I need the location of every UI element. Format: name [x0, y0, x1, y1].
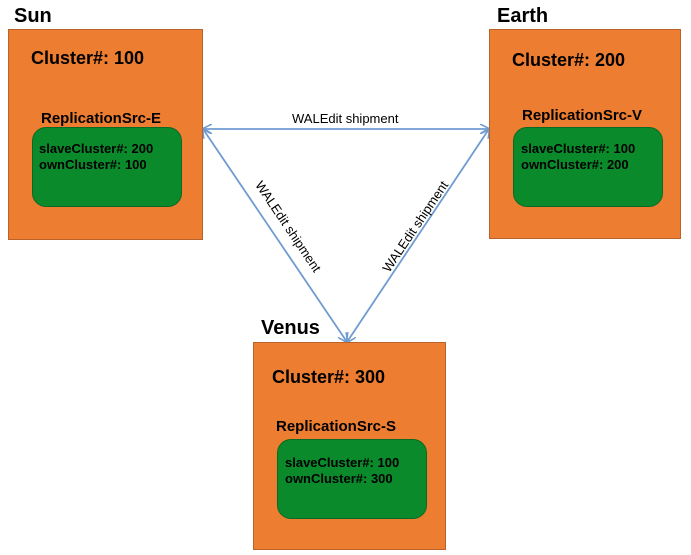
- sun-venus-arrow: [203, 129, 347, 342]
- venus-cluster-box: Cluster#: 300 ReplicationSrc-S slaveClus…: [253, 342, 446, 550]
- venus-source-panel: slaveCluster#: 100 ownCluster#: 300: [277, 439, 427, 519]
- sun-source-label: ReplicationSrc-E: [41, 110, 162, 127]
- venus-cluster-label: Cluster#: 300: [272, 367, 386, 387]
- earth-slave-cluster: slaveCluster#: 100: [521, 141, 636, 156]
- venus-own-cluster: ownCluster#: 300: [285, 471, 393, 486]
- earth-own-cluster: ownCluster#: 200: [521, 157, 629, 172]
- earth-source-panel: slaveCluster#: 100 ownCluster#: 200: [513, 127, 663, 207]
- sun-own-cluster: ownCluster#: 100: [39, 157, 147, 172]
- sun-site-title: Sun: [14, 5, 52, 27]
- venus-site-title: Venus: [261, 317, 320, 339]
- sun-cluster-box: Cluster#: 100 ReplicationSrc-E slaveClus…: [8, 29, 203, 240]
- sun-slave-cluster: slaveCluster#: 200: [39, 141, 154, 156]
- earth-cluster-label: Cluster#: 200: [512, 50, 626, 70]
- earth-venus-arrow: [347, 129, 489, 342]
- sun-cluster-label: Cluster#: 100: [31, 48, 145, 68]
- sun-source-panel: slaveCluster#: 200 ownCluster#: 100: [32, 127, 182, 207]
- earth-source-label: ReplicationSrc-V: [522, 107, 643, 124]
- venus-source-label: ReplicationSrc-S: [276, 418, 397, 435]
- sun-earth-edge-label: WALEdit shipment: [292, 111, 399, 126]
- earth-site-title: Earth: [497, 5, 549, 27]
- earth-cluster-box: Cluster#: 200 ReplicationSrc-V slaveClus…: [489, 29, 681, 239]
- venus-slave-cluster: slaveCluster#: 100: [285, 455, 400, 470]
